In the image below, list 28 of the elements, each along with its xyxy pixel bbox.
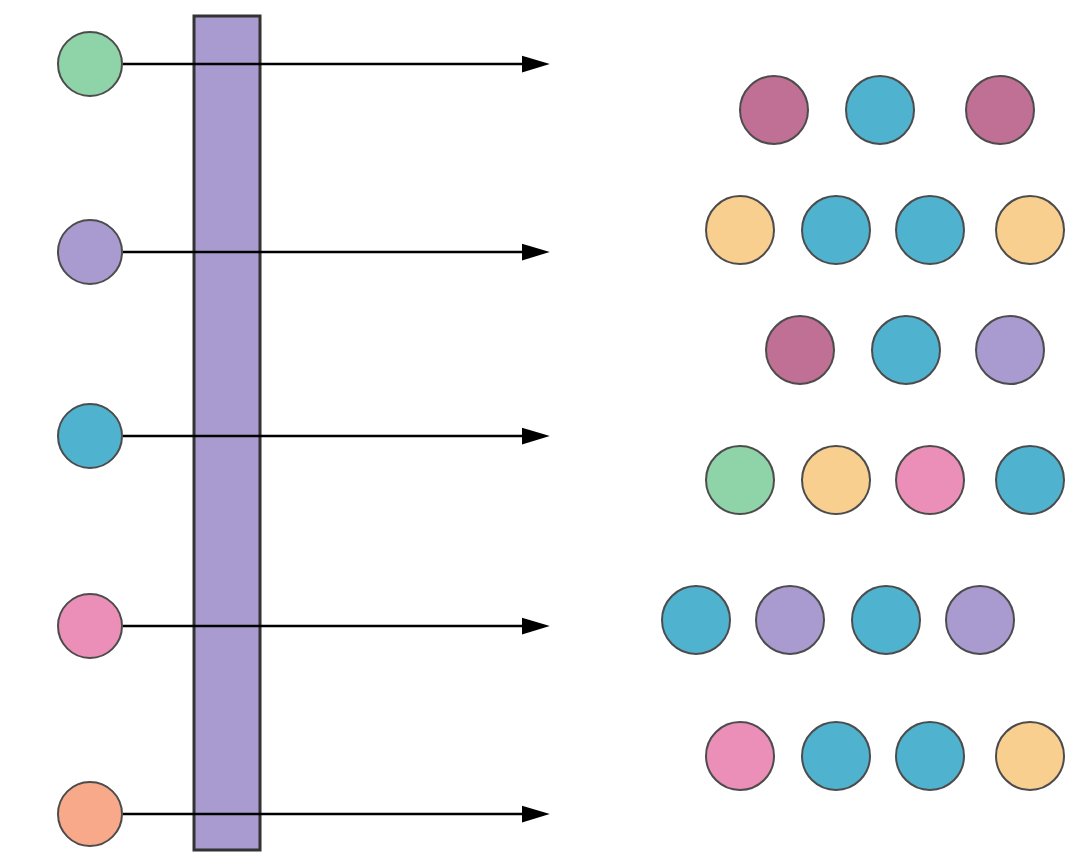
circle-node <box>57 593 123 659</box>
circle-node <box>895 445 965 515</box>
circle-node <box>965 75 1035 145</box>
circle-node <box>945 585 1015 655</box>
circle-node <box>975 315 1045 385</box>
circle-node <box>801 195 871 265</box>
circle-node <box>705 721 775 791</box>
circle-node <box>995 445 1065 515</box>
circle-node <box>845 75 915 145</box>
vertical-bar <box>192 14 262 852</box>
circle-node <box>57 219 123 285</box>
circle-node <box>755 585 825 655</box>
circle-node <box>801 721 871 791</box>
circle-node <box>895 195 965 265</box>
circle-node <box>57 781 123 847</box>
circle-node <box>995 195 1065 265</box>
circle-node <box>57 403 123 469</box>
circle-node <box>851 585 921 655</box>
circle-node <box>995 721 1065 791</box>
circle-node <box>895 721 965 791</box>
circle-node <box>661 585 731 655</box>
circle-node <box>705 445 775 515</box>
circle-node <box>57 31 123 97</box>
circle-node <box>705 195 775 265</box>
circle-node <box>801 445 871 515</box>
circle-node <box>871 315 941 385</box>
circle-node <box>739 75 809 145</box>
circle-node <box>765 315 835 385</box>
